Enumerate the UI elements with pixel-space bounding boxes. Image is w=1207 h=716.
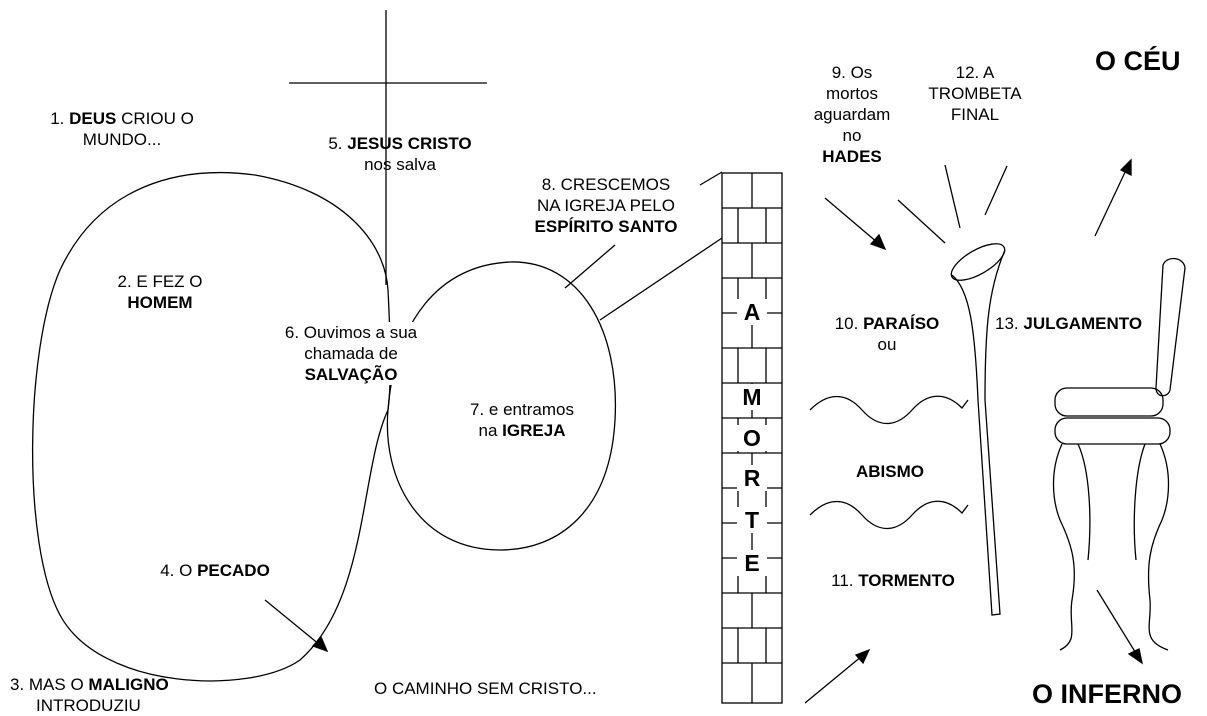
arrow-head-ceu [1119, 158, 1132, 177]
label-step-11: 11. TORMENTO [831, 571, 955, 590]
label-ceu: O CÉU [1095, 46, 1181, 76]
arrow-head-pecado [311, 635, 329, 653]
label-step-12: 12. A TROMBETA FINAL [928, 63, 1022, 124]
label-abismo: ABISMO [856, 462, 924, 481]
label-step-9: 9. Os mortos aguardam no HADES [813, 63, 891, 166]
wall-letter-r: R [737, 465, 767, 491]
trumpet-ray-2 [944, 164, 961, 229]
label-step-1: 1. DEUS CRIOU O MUNDO... [50, 109, 194, 149]
church-ellipse [386, 261, 617, 551]
abyss-wave-bottom [809, 500, 969, 529]
label-step-10: 10. PARAÍSO ou [834, 314, 940, 354]
trumpet [950, 243, 1006, 616]
spirit-line-3 [699, 171, 723, 186]
trumpet-ray-3 [984, 165, 1008, 216]
world-ellipse [31, 172, 391, 682]
wall-letter-e: E [737, 550, 767, 576]
arrow-head-hades [869, 233, 887, 251]
label-step-13: 13. JULGAMENTO [995, 314, 1143, 333]
label-inferno: O INFERNO [1032, 679, 1183, 709]
judgement-throne [1052, 257, 1186, 651]
label-step-6: 6. Ouvimos a sua chamada de SALVAÇÃO [258, 322, 444, 385]
label-caminho-sem-cristo: O CAMINHO SEM CRISTO... [374, 679, 597, 698]
arrow-head-inferno [1127, 648, 1143, 665]
label-step-7: 7. e entramos na IGREJA [470, 400, 574, 440]
wall-letter-o: O [737, 425, 767, 451]
arrow-head-tormento [854, 648, 871, 665]
wall-letter-a: A [737, 299, 767, 325]
label-step-2: 2. E FEZ O HOMEM [117, 272, 203, 312]
abyss-wave-top [809, 395, 969, 424]
wall-letter-m: M [737, 384, 767, 410]
wall-letter-t: T [737, 507, 767, 533]
label-step-4: 4. O PECADO [160, 561, 270, 580]
label-step-5: 5. JESUS CRISTO nos salva [328, 134, 472, 174]
spirit-line-1 [564, 244, 616, 289]
spirit-line-2 [599, 237, 723, 321]
label-step-8: 8. CRESCEMOS NA IGREJA PELO ESPÍRITO SAN… [534, 175, 678, 236]
trumpet-ray-1 [897, 199, 946, 244]
label-step-3: 3. MAS O MALIGNO INTRODUZIU [10, 675, 169, 715]
